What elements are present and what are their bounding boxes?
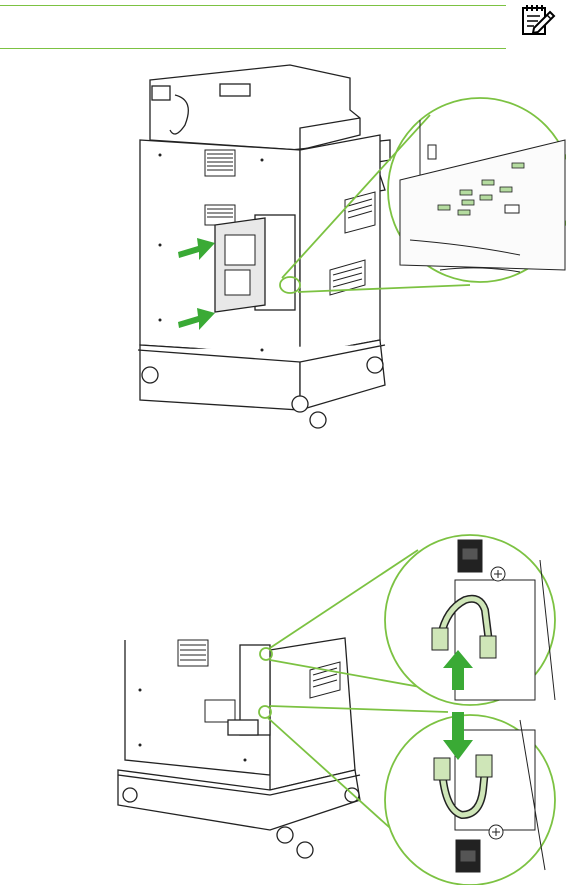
callout-cable-top <box>385 535 555 705</box>
printer-lower-illustration <box>118 638 360 858</box>
note-pencil-icon <box>520 2 556 38</box>
figure-formatter-board-insertion <box>0 60 566 440</box>
printer-illustration <box>138 65 390 428</box>
figure-formatter-cable-connection <box>0 520 566 885</box>
header-rule-top <box>0 5 506 6</box>
callout-detail-content <box>400 120 565 272</box>
header-rule-bottom <box>0 48 506 49</box>
